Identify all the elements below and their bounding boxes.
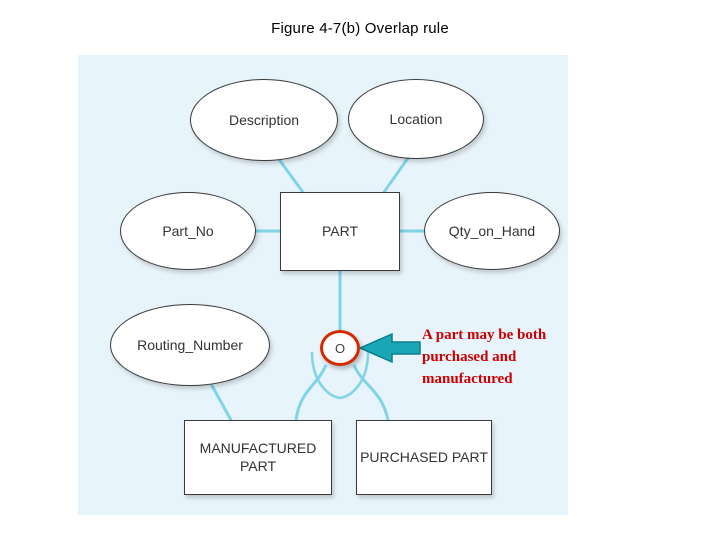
attribute-qty-on-hand[interactable]: Qty_on_Hand (424, 192, 560, 270)
attribute-location[interactable]: Location (348, 79, 484, 159)
annotation-text: A part may be both purchased and manufac… (422, 327, 547, 387)
attribute-label: Location (389, 111, 443, 127)
page-title: Figure 4-7(b) Overlap rule (271, 20, 449, 37)
attribute-label: Description (228, 112, 300, 128)
entity-part[interactable]: PART (280, 192, 400, 271)
attribute-label: Part_No (162, 223, 214, 239)
entity-label: PART (321, 222, 359, 239)
attribute-label: Routing_Number (137, 337, 243, 353)
attribute-label: Qty_on_Hand (448, 223, 536, 239)
entity-manufactured-part[interactable]: MANUFACTURED PART (184, 420, 332, 495)
entity-label: PURCHASED PART (360, 448, 488, 465)
entity-label: MANUFACTURED PART (199, 440, 317, 474)
overlap-symbol-circle[interactable]: O (320, 330, 360, 366)
attribute-routing-number[interactable]: Routing_Number (110, 304, 270, 386)
overlap-symbol-label: O (334, 340, 346, 356)
entity-purchased-part[interactable]: PURCHASED PART (356, 420, 492, 495)
attribute-part-no[interactable]: Part_No (120, 192, 256, 270)
attribute-description[interactable]: Description (190, 79, 338, 161)
